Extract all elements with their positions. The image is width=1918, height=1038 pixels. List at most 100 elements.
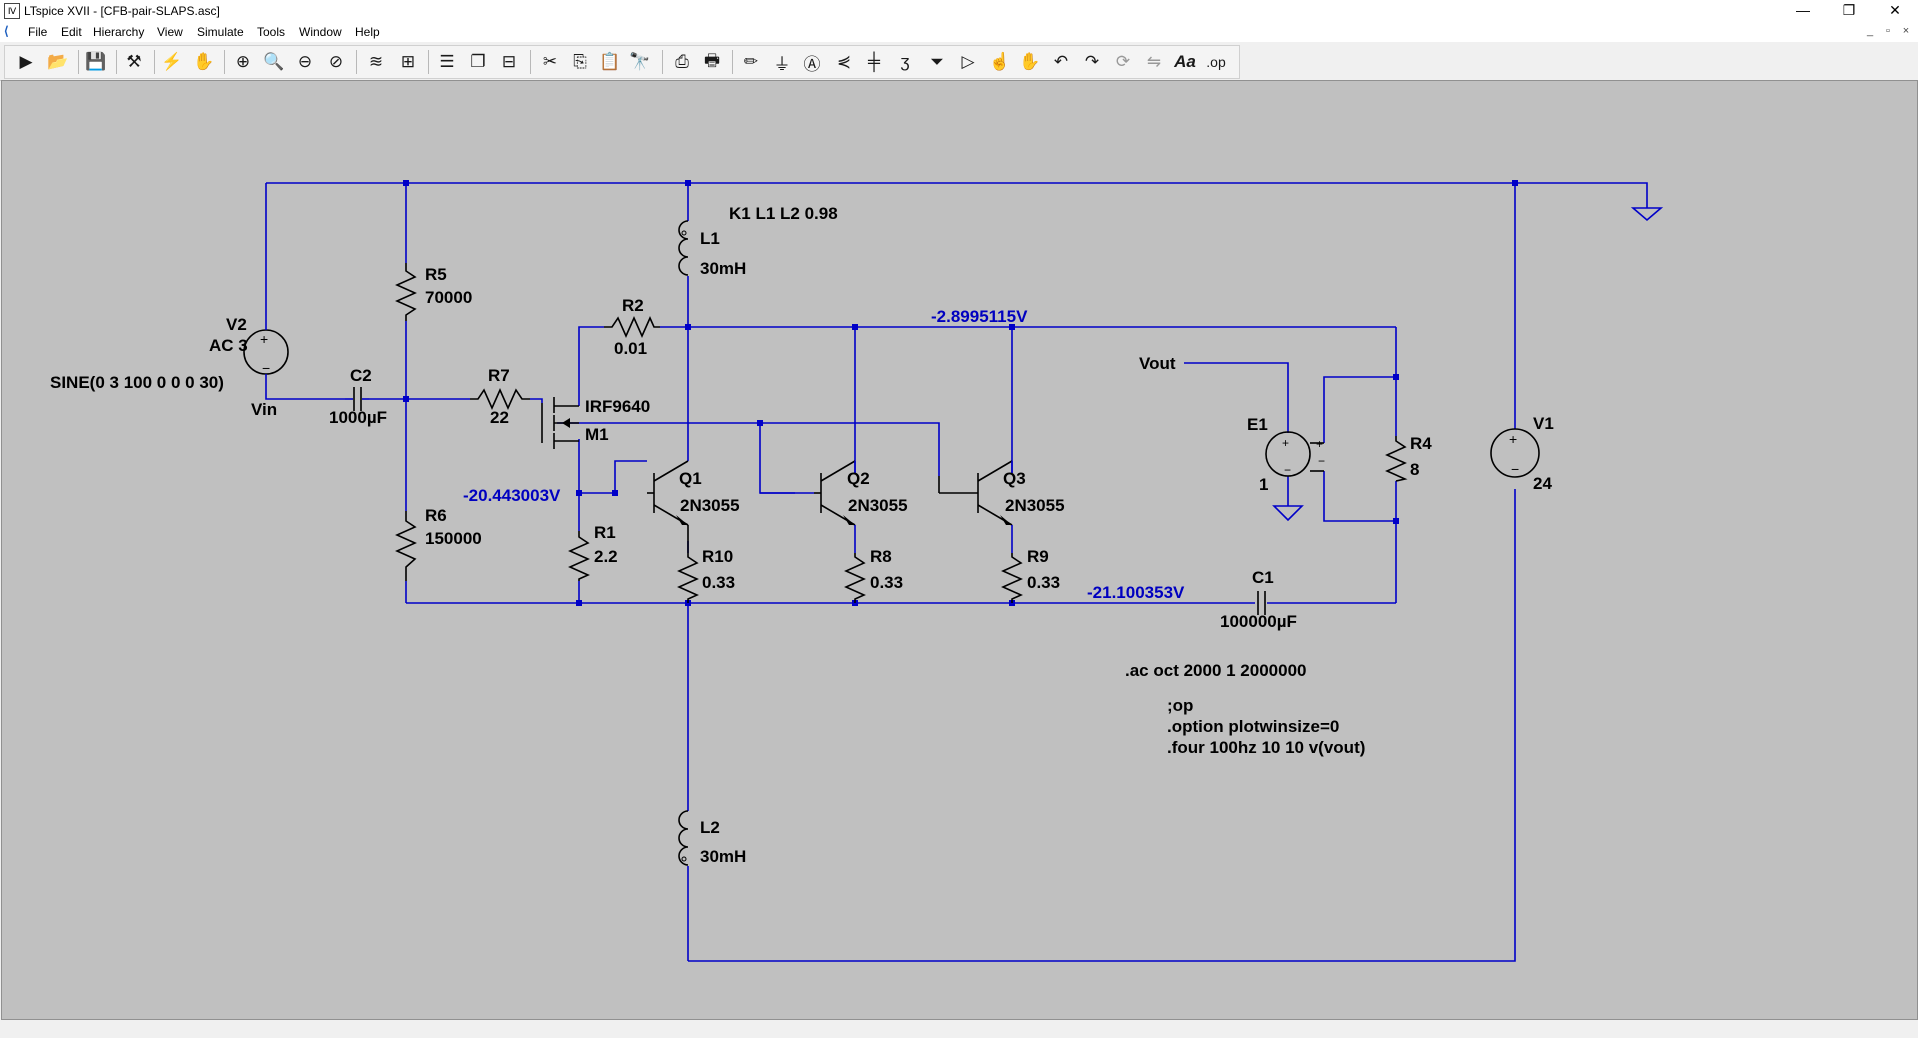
run-icon[interactable]: ▶	[19, 52, 33, 71]
resistor-icon[interactable]: ⋞	[836, 52, 852, 71]
restore-button[interactable]: ❐	[1842, 2, 1856, 18]
l2-value: 30mH	[700, 847, 746, 866]
tile-vertical-icon[interactable]: ⊟	[501, 52, 517, 71]
ac-directive[interactable]: .ac oct 2000 1 2000000	[1125, 661, 1306, 680]
r5-resistor[interactable]	[395, 263, 417, 321]
menu-simulate[interactable]: Simulate	[197, 25, 244, 39]
r8-value: 0.33	[870, 573, 903, 592]
c2-capacitor[interactable]	[345, 387, 369, 411]
mdi-minimize-button[interactable]: _	[1866, 25, 1874, 37]
op-voltage-top-rail: -2.8995115V	[931, 307, 1028, 326]
pan-icon[interactable]: ✋	[193, 52, 215, 71]
close-button[interactable]: ✕	[1889, 2, 1901, 18]
r6-resistor[interactable]	[395, 511, 417, 581]
zoom-cancel-icon[interactable]: ⊘	[328, 52, 344, 71]
capacitor-icon[interactable]: ╪	[867, 52, 881, 71]
minus-sign: −	[1511, 461, 1519, 477]
e1-value: 1	[1259, 475, 1268, 494]
m1-mosfet[interactable]	[530, 397, 579, 449]
r9-resistor[interactable]	[1001, 553, 1023, 603]
move-icon[interactable]: ☝	[989, 52, 1011, 71]
print-icon[interactable]: 🖶	[703, 50, 721, 70]
zoom-fit-icon[interactable]: ⊖	[297, 52, 313, 71]
r7-resistor[interactable]	[470, 388, 530, 410]
cut-icon[interactable]: ✂	[542, 52, 558, 71]
r1-resistor[interactable]	[568, 531, 590, 581]
r10-value: 0.33	[702, 573, 735, 592]
l1-value: 30mH	[700, 259, 746, 278]
option-directive[interactable]: .option plotwinsize=0	[1167, 717, 1339, 736]
toolbar-separator	[356, 50, 357, 74]
four-directive[interactable]: .four 100hz 10 10 v(vout)	[1167, 738, 1365, 757]
draw-wire-icon[interactable]: ✏	[743, 52, 759, 71]
op-directive[interactable]: ;op	[1167, 696, 1193, 715]
v1-value: 24	[1533, 474, 1552, 493]
menu-hierarchy[interactable]: Hierarchy	[93, 25, 145, 39]
mirror-icon[interactable]: ⇋	[1146, 52, 1162, 71]
waveform-icon[interactable]: ≋	[368, 52, 384, 71]
q3-transistor[interactable]	[938, 460, 1013, 541]
m1-name: M1	[585, 425, 609, 444]
waveform-off-icon[interactable]: ⊞	[400, 52, 416, 71]
ltspice-app-icon[interactable]: Ⅳ	[4, 3, 20, 19]
minimize-button[interactable]: —	[1796, 2, 1810, 18]
menu-tools[interactable]: Tools	[257, 25, 286, 39]
mdi-close-button[interactable]: ×	[1902, 25, 1910, 37]
menu-view[interactable]: View	[157, 25, 183, 39]
r10-resistor[interactable]	[677, 525, 699, 603]
spice-directive-icon[interactable]: .op	[1206, 54, 1226, 70]
v2-source[interactable]: + −	[243, 316, 289, 393]
toolbar-separator	[428, 50, 429, 74]
menu-bar: ⟨ File Edit Hierarchy View Simulate Tool…	[0, 22, 1918, 42]
copy-icon[interactable]: ⎘	[573, 52, 587, 71]
paste-icon[interactable]: 📋	[599, 52, 621, 71]
r8-resistor[interactable]	[844, 553, 866, 603]
zoom-out-icon[interactable]: 🔍	[263, 52, 285, 71]
inductor-icon[interactable]: ʒ	[900, 52, 910, 71]
cascade-icon[interactable]: ❐	[470, 52, 486, 71]
r2-resistor[interactable]	[604, 316, 660, 338]
menu-edit[interactable]: Edit	[61, 25, 82, 39]
c1-capacitor[interactable]	[1255, 591, 1267, 615]
ground-icon[interactable]: ⏚	[773, 54, 791, 74]
coupling-directive: K1 L1 L2 0.98	[729, 204, 838, 223]
q3-value: 2N3055	[1005, 496, 1065, 515]
schematic-drawing[interactable]: + − V2 AC 3 SINE(0 3 100 0 0 0 30) R5 70…	[2, 81, 1917, 1019]
e1-source[interactable]: + − + −	[1265, 431, 1325, 477]
text-icon[interactable]: Aa	[1174, 52, 1196, 71]
redo-icon[interactable]: ↷	[1084, 52, 1100, 71]
print-setup-icon[interactable]: ⎙	[675, 52, 689, 71]
component-icon[interactable]: ▷	[961, 52, 975, 71]
r4-resistor[interactable]	[1385, 436, 1408, 482]
v1-source[interactable]: + −	[1490, 428, 1540, 478]
rotate-icon[interactable]: ⟳	[1115, 52, 1131, 71]
open-icon[interactable]: 📂	[47, 52, 69, 71]
menu-help[interactable]: Help	[355, 25, 380, 39]
tile-horizontal-icon[interactable]: ☰	[439, 52, 455, 71]
diode-icon[interactable]: ⏷	[930, 52, 944, 71]
halt-icon[interactable]: ⚡	[161, 52, 183, 71]
q1-transistor[interactable]	[647, 460, 689, 526]
l2-inductor[interactable]	[678, 810, 689, 866]
schematic-canvas[interactable]: + − V2 AC 3 SINE(0 3 100 0 0 0 30) R5 70…	[1, 80, 1918, 1020]
mdi-restore-button[interactable]: ▫	[1886, 25, 1890, 37]
op-voltage-base: -20.443003V	[463, 486, 561, 505]
control-panel-icon[interactable]: ⚒	[126, 52, 142, 71]
r6-name: R6	[425, 506, 447, 525]
r5-name: R5	[425, 265, 447, 284]
drag-icon[interactable]: ✋	[1019, 52, 1041, 71]
status-bar	[0, 1020, 1918, 1038]
zoom-in-icon[interactable]: ⊕	[235, 52, 251, 71]
menu-file[interactable]: File	[28, 25, 48, 39]
document-icon[interactable]: ⟨	[4, 24, 9, 38]
save-icon[interactable]: 💾	[85, 52, 107, 71]
r7-value: 22	[490, 408, 509, 427]
q2-transistor[interactable]	[615, 460, 856, 541]
toolbar-separator	[732, 50, 733, 74]
l1-inductor[interactable]	[678, 220, 689, 276]
net-label-icon[interactable]: Ⓐ	[803, 54, 821, 74]
minus-sign: −	[1318, 454, 1325, 468]
undo-icon[interactable]: ↶	[1053, 52, 1069, 71]
menu-window[interactable]: Window	[299, 25, 342, 39]
find-icon[interactable]: 🔭	[629, 52, 651, 71]
